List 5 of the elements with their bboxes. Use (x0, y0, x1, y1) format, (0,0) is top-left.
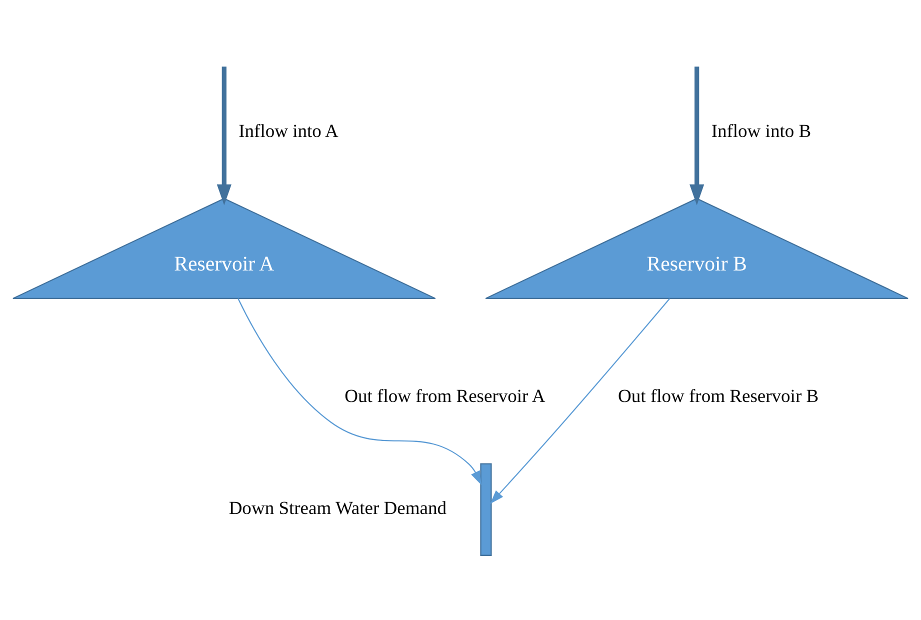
edge-label: Out flow from Reservoir A (344, 386, 546, 407)
edge-label: Out flow from Reservoir B (618, 386, 819, 407)
edge-label: Inflow into A (238, 120, 338, 142)
node-label: Down Stream Water Demand (228, 498, 447, 519)
edge-label: Inflow into B (711, 120, 812, 142)
